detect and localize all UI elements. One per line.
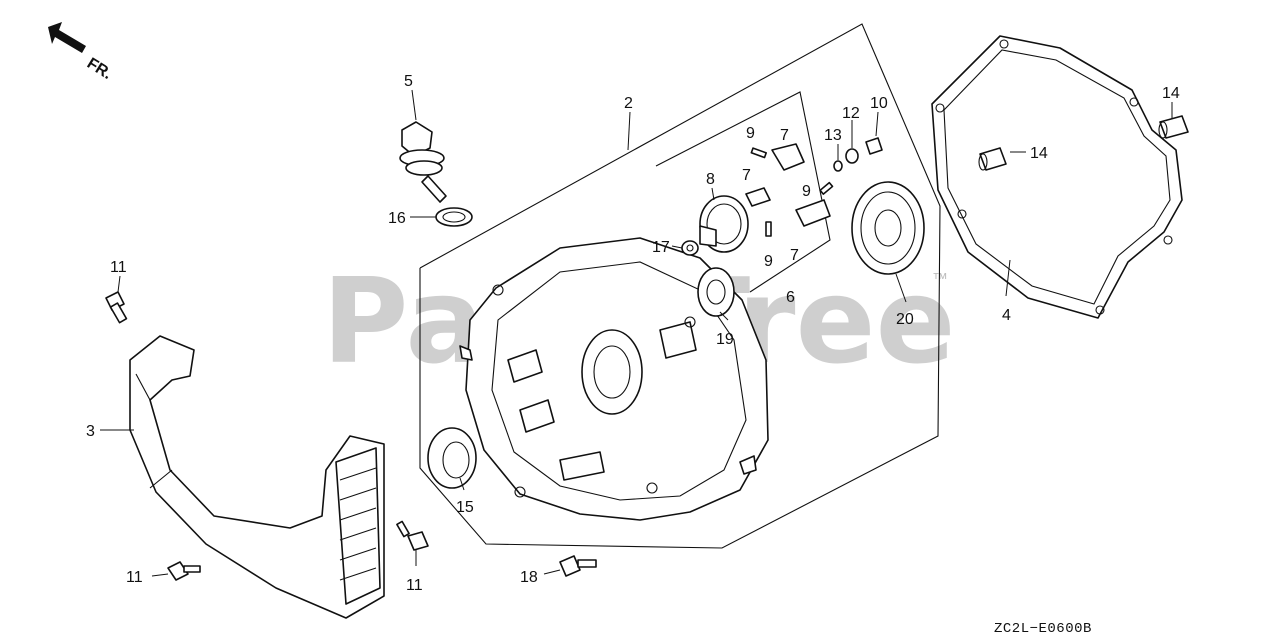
trademark-symbol: ™ (932, 271, 948, 288)
callout-5: 5 (404, 73, 413, 90)
pin-part (765, 221, 772, 237)
fan-shroud-part (129, 335, 385, 619)
clip-part (833, 160, 843, 172)
bolt-part (559, 555, 597, 577)
callout-20: 20 (896, 311, 914, 328)
callout-2: 2 (624, 95, 633, 112)
bolt-part (167, 561, 201, 581)
callout-17: 17 (652, 239, 670, 256)
bolt-part (865, 137, 883, 155)
drawing-code: ZC2L−E0600B (994, 621, 1092, 637)
callout-10: 10 (870, 95, 888, 112)
small-bearing-part (697, 267, 735, 317)
bolt-part (105, 291, 128, 324)
callout-9: 9 (764, 253, 773, 270)
callout-6: 6 (786, 289, 795, 306)
callout-7: 7 (780, 127, 789, 144)
callout-16: 16 (388, 210, 406, 227)
callout-13: 13 (824, 127, 842, 144)
pin-part (819, 181, 834, 195)
callout-7: 7 (742, 167, 751, 184)
front-mark: FR. (84, 55, 115, 83)
callout-11: 11 (126, 569, 143, 586)
callout-11: 11 (110, 259, 127, 276)
governor-weight-part (771, 143, 805, 171)
callout-3: 3 (86, 423, 95, 440)
governor-gear-part (699, 195, 749, 253)
callout-7: 7 (790, 247, 799, 264)
callout-15: 15 (456, 499, 474, 516)
washer-part (845, 148, 859, 164)
callout-9: 9 (746, 125, 755, 142)
leader-lines (100, 89, 1173, 577)
callout-18: 18 (520, 569, 538, 586)
bolt-part (396, 520, 429, 551)
gasket-part (931, 35, 1183, 319)
callout-11: 11 (406, 577, 423, 594)
callout-12: 12 (842, 105, 860, 122)
large-bearing-part (851, 181, 925, 275)
callout-14: 14 (1162, 85, 1180, 102)
governor-weight-part (745, 187, 771, 207)
callout-8: 8 (706, 171, 715, 188)
callout-9: 9 (802, 183, 811, 200)
front-direction-arrow-icon (48, 22, 86, 53)
oil-dipstick-part (399, 121, 447, 203)
callout-19: 19 (716, 331, 734, 348)
crankcase-cover-part (459, 237, 769, 521)
washer-part (681, 240, 699, 256)
dowel-pin-part (978, 147, 1007, 171)
pin-part (750, 147, 768, 159)
callout-4: 4 (1002, 307, 1011, 324)
governor-weight-part (795, 199, 831, 227)
o-ring-part (435, 207, 473, 227)
dowel-pin-part (1158, 115, 1189, 139)
subassembly-outline (655, 91, 831, 293)
callout-14: 14 (1030, 145, 1048, 162)
oil-seal-part (427, 427, 477, 489)
assembly-outline (419, 23, 941, 549)
